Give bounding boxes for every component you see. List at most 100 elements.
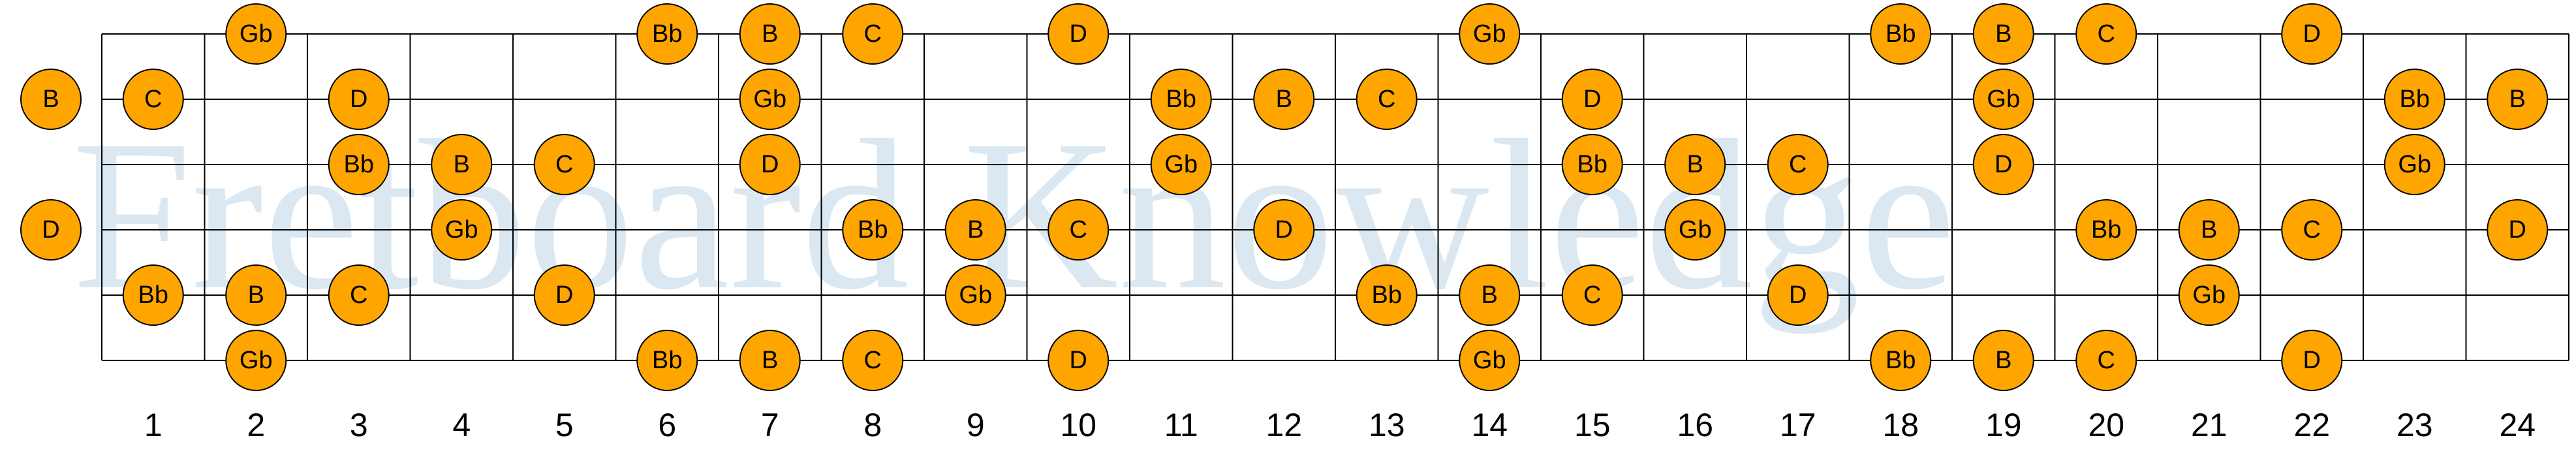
note-marker: C: [842, 3, 904, 65]
note-marker: D: [533, 264, 595, 326]
note-label: D: [1275, 216, 1293, 244]
note-label: Bb: [2400, 86, 2430, 113]
note-label: C: [1789, 151, 1807, 178]
fret-number-label: 9: [967, 407, 985, 443]
note-label: D: [1583, 86, 1601, 113]
note-label: C: [2098, 347, 2115, 374]
note-marker: Bb: [1150, 69, 1212, 130]
note-marker: B: [2178, 199, 2240, 261]
note-marker: Gb: [1459, 3, 1521, 65]
note-marker: B: [739, 330, 801, 391]
note-marker: Bb: [2075, 199, 2137, 261]
note-circle: [1253, 199, 1315, 261]
note-circle: [636, 330, 698, 391]
note-label: Bb: [344, 151, 374, 178]
note-marker: Gb: [944, 264, 1006, 326]
note-marker: C: [533, 134, 595, 195]
note-marker: Gb: [739, 69, 801, 130]
note-circle: [1459, 264, 1521, 326]
note-marker: Gb: [2383, 134, 2445, 195]
note-label: B: [762, 347, 778, 374]
note-circle: [739, 134, 801, 195]
fret-number-label: 10: [1060, 407, 1096, 443]
note-marker: B: [20, 69, 82, 130]
note-label: D: [42, 216, 59, 244]
note-label: Gb: [445, 216, 478, 244]
note-marker: Gb: [225, 3, 287, 65]
note-label: D: [350, 86, 367, 113]
note-label: B: [967, 216, 984, 244]
note-marker: D: [1972, 134, 2034, 195]
note-marker: D: [739, 134, 801, 195]
fret-number-label: 16: [1677, 407, 1713, 443]
note-circle: [1664, 134, 1726, 195]
note-marker: D: [2281, 330, 2343, 391]
note-label: Bb: [1885, 20, 1916, 48]
note-label: Gb: [1473, 347, 1506, 374]
note-label: Gb: [1473, 20, 1506, 48]
note-label: C: [555, 151, 573, 178]
note-circle: [1047, 199, 1110, 261]
note-circle: [842, 330, 904, 391]
note-label: Gb: [240, 347, 273, 374]
note-circle: [1356, 69, 1418, 130]
note-label: D: [2509, 216, 2526, 244]
note-circle: [1150, 69, 1212, 130]
note-circle: [225, 3, 287, 65]
fret-number-label: 12: [1265, 407, 1302, 443]
note-label: Gb: [1987, 86, 2020, 113]
note-circle: [1047, 330, 1110, 391]
note-label: Gb: [2398, 151, 2431, 178]
note-label: D: [2303, 20, 2321, 48]
note-marker: D: [1047, 3, 1110, 65]
note-circle: [2075, 330, 2137, 391]
fret-number-label: 3: [350, 407, 368, 443]
note-label: Gb: [2192, 281, 2226, 309]
note-circle: [842, 199, 904, 261]
fret-number-label: 13: [1369, 407, 1405, 443]
fret-number-label: 1: [144, 407, 163, 443]
note-circle: [2281, 330, 2343, 391]
note-circle: [1870, 3, 1932, 65]
fretboard-grid: [101, 33, 2569, 361]
note-circle: [1972, 330, 2034, 391]
note-marker: Gb: [225, 330, 287, 391]
note-circle: [944, 264, 1006, 326]
note-marker: Gb: [431, 199, 493, 261]
fret-number-label: 6: [658, 407, 676, 443]
note-label: B: [248, 281, 264, 309]
note-circle: [1561, 264, 1623, 326]
fret-number-label: 22: [2293, 407, 2330, 443]
note-marker: D: [1047, 330, 1110, 391]
note-label: Bb: [1372, 281, 1402, 309]
note-circle: [225, 330, 287, 391]
note-label: B: [2509, 86, 2526, 113]
note-label: D: [1789, 281, 1807, 309]
note-circle: [739, 330, 801, 391]
note-marker: Bb: [636, 330, 698, 391]
note-circle: [328, 134, 390, 195]
note-marker: B: [944, 199, 1006, 261]
note-circle: [1767, 264, 1829, 326]
note-marker: B: [225, 264, 287, 326]
note-marker: Bb: [2383, 69, 2445, 130]
fret-number-label: 7: [761, 407, 779, 443]
note-marker: Bb: [1356, 264, 1418, 326]
note-marker: B: [1664, 134, 1726, 195]
fret-number-label: 15: [1574, 407, 1611, 443]
note-circle: [431, 199, 493, 261]
fret-number-label: 19: [1985, 407, 2022, 443]
note-marker: C: [1356, 69, 1418, 130]
note-circle: [1356, 264, 1418, 326]
note-circle: [20, 199, 82, 261]
note-marker: Gb: [1459, 330, 1521, 391]
note-label: B: [42, 86, 59, 113]
note-label: Bb: [652, 347, 682, 374]
note-circle: [328, 69, 390, 130]
note-marker: C: [1767, 134, 1829, 195]
note-label: Bb: [1166, 86, 1196, 113]
note-circle: [1459, 330, 1521, 391]
note-marker: Bb: [122, 264, 184, 326]
note-marker: Bb: [636, 3, 698, 65]
